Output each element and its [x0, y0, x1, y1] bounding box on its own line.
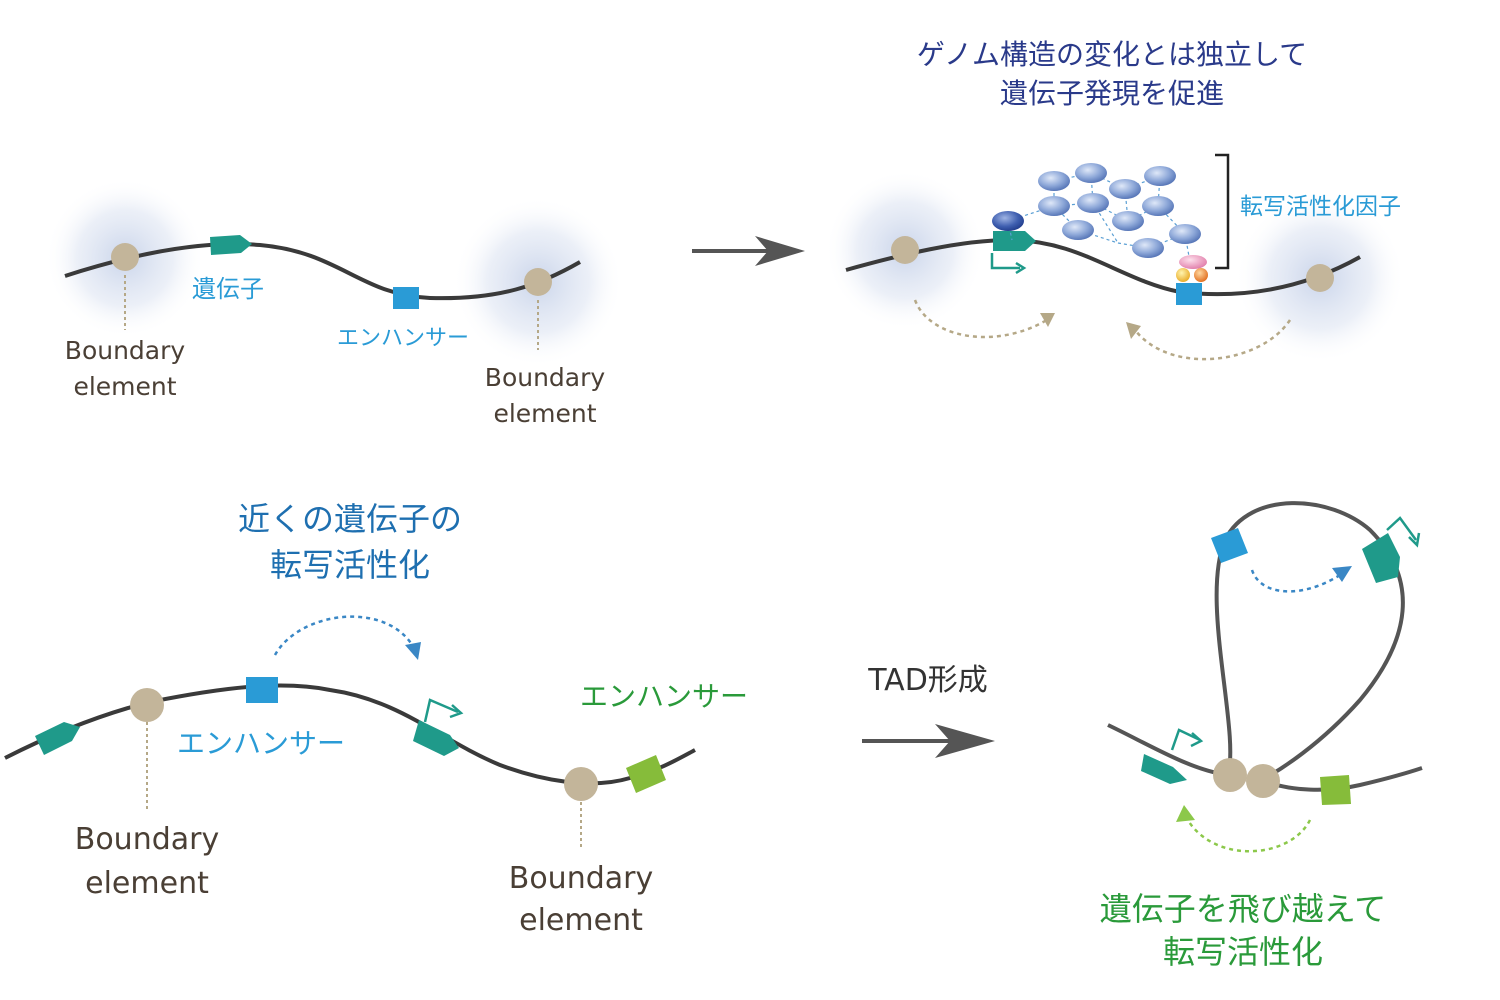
tss-arrow-top-head	[1408, 532, 1421, 548]
tad-label: TAD形成	[867, 663, 988, 698]
boundary-element-right	[1246, 764, 1280, 798]
enhancer-square-blue	[246, 677, 278, 703]
boundary-label-right-2: element	[519, 903, 643, 938]
panel-d-title-1: 遺伝子を飛び越えて	[1100, 890, 1386, 928]
boundary-label-left-2: element	[73, 372, 176, 401]
gene-label: 遺伝子	[192, 275, 264, 303]
chromatin-strand	[64, 242, 581, 301]
panel-d-title-2: 転写活性化	[1163, 933, 1323, 971]
dotted-arrow-right-head	[1126, 322, 1141, 339]
gene-shape-left	[35, 722, 80, 755]
gene-shape-right	[413, 720, 459, 756]
enhancer-square-green	[1320, 775, 1351, 805]
tss-arrow-head	[449, 704, 464, 719]
boundary-element-left	[1213, 758, 1247, 792]
dotted-arrow-green	[1183, 814, 1312, 853]
enhancer-square	[1176, 283, 1202, 305]
activator-proteins	[992, 163, 1208, 282]
panel-c-title-2: 転写活性化	[270, 546, 430, 584]
dotted-arrow-green-head	[1176, 805, 1195, 822]
enhancer-square-green	[626, 755, 666, 793]
tss-arrow-left-head	[1190, 732, 1204, 748]
panel-a: 遺伝子 エンハンサー Boundary element Boundary ele…	[45, 178, 623, 428]
tss-arrow-head	[1015, 261, 1027, 275]
enhancer-label: エンハンサー	[337, 326, 469, 351]
boundary-element-left	[130, 688, 164, 722]
boundary-label-left-2: element	[85, 866, 209, 901]
enhancer-blue-label: エンハンサー	[177, 727, 345, 760]
chromatin-strand	[845, 237, 1361, 297]
boundary-element-left	[111, 243, 139, 271]
boundary-label-left-1: Boundary	[75, 822, 219, 857]
panel-c-title-1: 近くの遺伝子の	[238, 500, 462, 538]
boundary-label-left-1: Boundary	[65, 336, 186, 365]
enhancer-green-label: エンハンサー	[580, 680, 748, 713]
activator-label: 転写活性化因子	[1240, 194, 1401, 220]
dotted-arrow-blue	[273, 615, 417, 656]
boundary-element-right	[1306, 264, 1334, 292]
boundary-label-right-2: element	[493, 399, 596, 428]
tss-arrow	[423, 698, 459, 723]
gene-shape	[210, 235, 252, 255]
boundary-label-right-1: Boundary	[509, 861, 653, 896]
panel-b: 転写活性化因子 ゲノム構造の変化とは独立して 遺伝子発現を促進	[825, 38, 1405, 363]
boundary-element-right	[564, 767, 598, 801]
enhancer-square-blue	[1211, 528, 1248, 563]
panel-c: 近くの遺伝子の 転写活性化 エンハンサー エンハンサー Boundary ele…	[4, 500, 748, 938]
dotted-arrow-left	[913, 299, 1051, 339]
panel-b-title-1: ゲノム構造の変化とは独立して	[917, 38, 1307, 71]
dotted-arrow-left-head	[1040, 313, 1055, 327]
boundary-label-right-1: Boundary	[485, 363, 606, 392]
dotted-arrow-blue-head	[1332, 566, 1352, 582]
gene-shape-top	[1362, 533, 1400, 583]
enhancer-square	[393, 287, 419, 309]
dotted-arrow-right	[1134, 319, 1292, 361]
boundary-element-left	[891, 236, 919, 264]
panel-b-title-2: 遺伝子発現を促進	[1000, 77, 1224, 110]
transition-arrow-top	[692, 236, 805, 266]
dotted-arrow-blue	[1250, 569, 1341, 593]
dotted-arrow-blue-head	[405, 642, 421, 660]
transition-arrow-bottom	[862, 724, 995, 758]
panel-d: 遺伝子を飛び越えて 転写活性化	[1100, 501, 1423, 971]
tss-arrow-left	[1170, 728, 1201, 751]
gene-shape	[993, 231, 1036, 251]
gene-shape-left	[1141, 754, 1187, 784]
tss-arrow-top	[1386, 516, 1418, 541]
activator-bracket	[1215, 153, 1230, 270]
boundary-element-right	[524, 268, 552, 296]
tss-arrow	[990, 253, 1020, 270]
